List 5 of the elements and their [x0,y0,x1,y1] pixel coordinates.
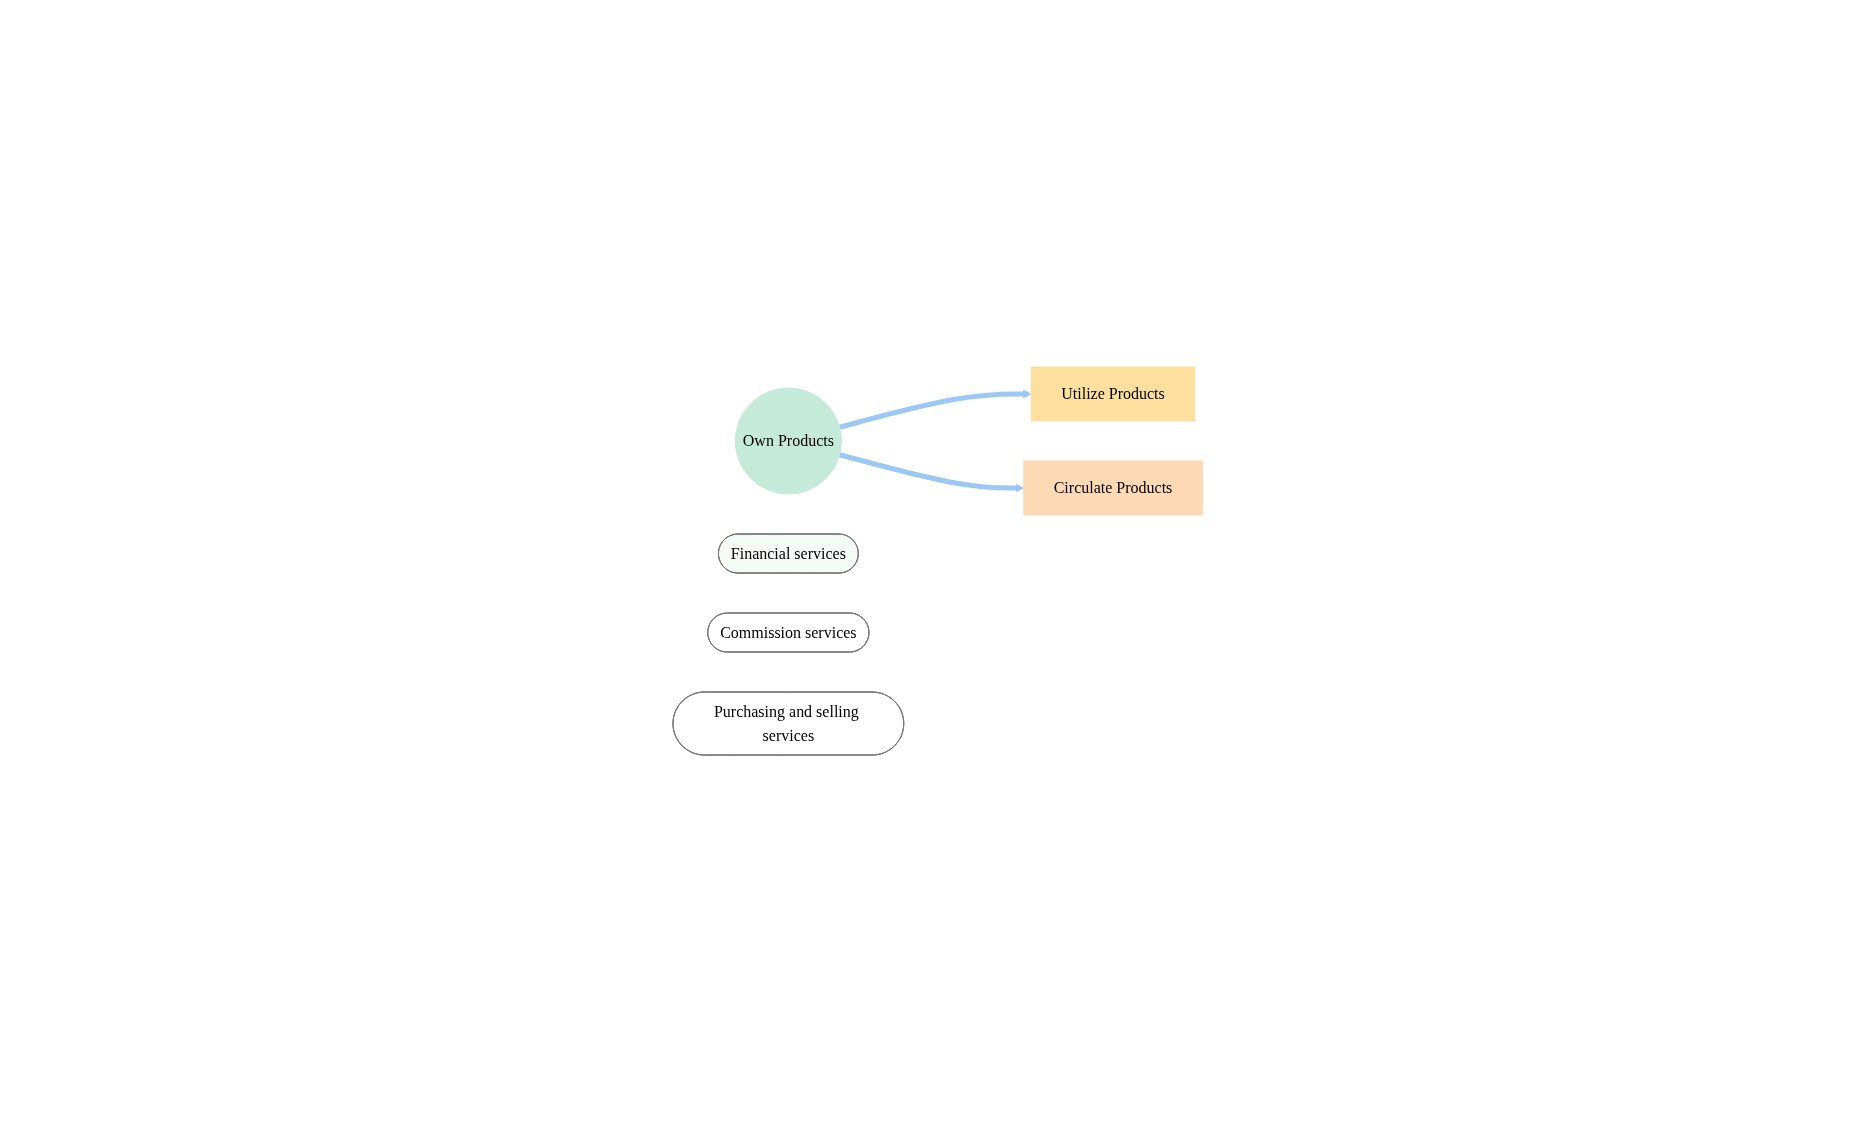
node-box: Circulate Products [1023,461,1204,516]
arrow [839,452,1025,493]
node-circle: Own Products [735,387,843,496]
node-box: Utilize Products [1031,367,1196,422]
arrow [839,390,1032,431]
